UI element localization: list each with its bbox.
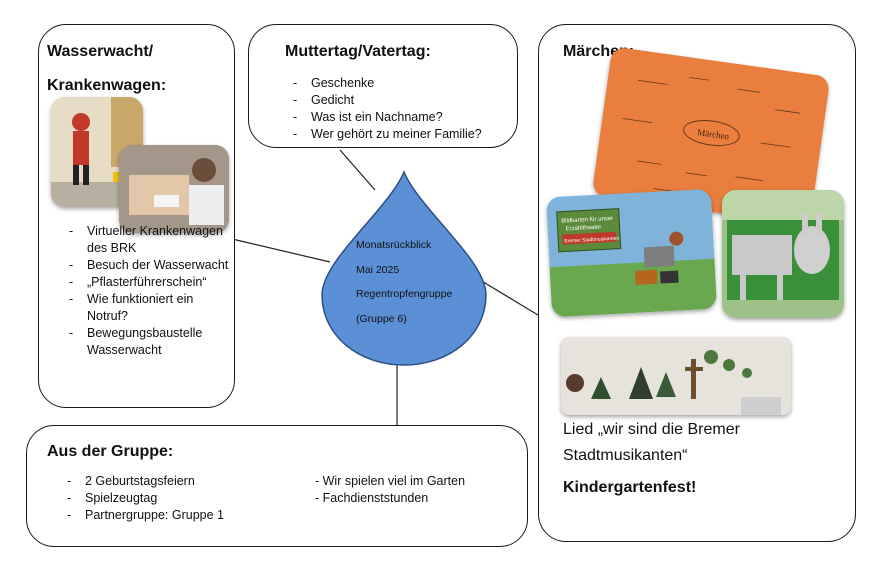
connector-right: [479, 279, 539, 316]
muttertag-heading: Muttertag/Vatertag:: [285, 43, 431, 60]
wasserwacht-box: Wasserwacht/ Krankenwagen: Virtueller Kr…: [38, 24, 235, 408]
list-item: Was ist ein Nachname?: [285, 109, 515, 126]
list-item: - Fachdienststunden: [315, 491, 429, 505]
connector-top: [339, 149, 376, 191]
sign-line-1: Bildkarten für unser: [561, 216, 613, 225]
sign-line-3: Bremer Stadtmusikanten: [564, 236, 619, 245]
list-item: Gedicht: [285, 92, 515, 109]
trees-photo: [561, 337, 791, 415]
maerchen-box: Märchen: Märchen Bildkarten für unser Er…: [538, 24, 856, 542]
gruppe-box: Aus der Gruppe: 2 Geburtstagsfeiern Spie…: [26, 425, 528, 547]
poster-center-text: Märchen: [697, 127, 731, 141]
center-title: Monatsrückblick: [356, 239, 432, 251]
donkey-photo: [722, 190, 844, 318]
song-line-2: Stadtmusikanten“: [563, 447, 688, 464]
wasserwacht-list: Virtueller Krankenwagen des BRK Besuch d…: [61, 223, 231, 359]
bildkarten-photo: Bildkarten für unser Erzähltheater Breme…: [545, 188, 718, 318]
gruppe-heading: Aus der Gruppe:: [47, 443, 174, 460]
ambulance-photo-2: [119, 145, 229, 233]
kindergartenfest-text: Kindergartenfest!: [563, 479, 697, 496]
center-group-number: (Gruppe 6): [356, 313, 407, 325]
wasserwacht-heading-2: Krankenwagen:: [47, 77, 167, 94]
center-month: Mai 2025: [356, 264, 400, 276]
list-item: Wie funktioniert ein Notruf?: [61, 291, 231, 325]
list-item: 2 Geburtstagsfeiern: [59, 473, 299, 490]
list-item: Wer gehört zu meiner Familie?: [285, 126, 515, 143]
list-item: Virtueller Krankenwagen des BRK: [61, 223, 231, 257]
raindrop-shape: [321, 170, 487, 366]
sign-line-2: Erzähltheater: [566, 225, 602, 233]
list-item: Geschenke: [285, 75, 515, 92]
maerchen-poster-photo: Märchen: [591, 46, 831, 226]
list-item: - Wir spielen viel im Garten: [315, 474, 466, 488]
list-item: Partnergruppe: Gruppe 1: [59, 507, 299, 524]
list-item: Bewegungsbaustelle Wasserwacht: [61, 325, 231, 359]
gruppe-list-left: 2 Geburtstagsfeiern Spielzeugtag Partner…: [59, 473, 299, 524]
wasserwacht-heading-1: Wasserwacht/: [47, 43, 154, 60]
center-group-name: Regentropfengruppe: [356, 288, 453, 300]
list-item: „Pflasterführerschein“: [61, 274, 231, 291]
muttertag-list: Geschenke Gedicht Was ist ein Nachname? …: [285, 75, 515, 143]
gruppe-list-right: - Wir spielen viel im Garten - Fachdiens…: [315, 473, 465, 507]
muttertag-box: Muttertag/Vatertag: Geschenke Gedicht Wa…: [248, 24, 518, 148]
list-item: Besuch der Wasserwacht: [61, 257, 231, 274]
list-item: Spielzeugtag: [59, 490, 299, 507]
connector-left: [227, 237, 331, 263]
song-line-1: Lied „wir sind die Bremer: [563, 421, 740, 438]
